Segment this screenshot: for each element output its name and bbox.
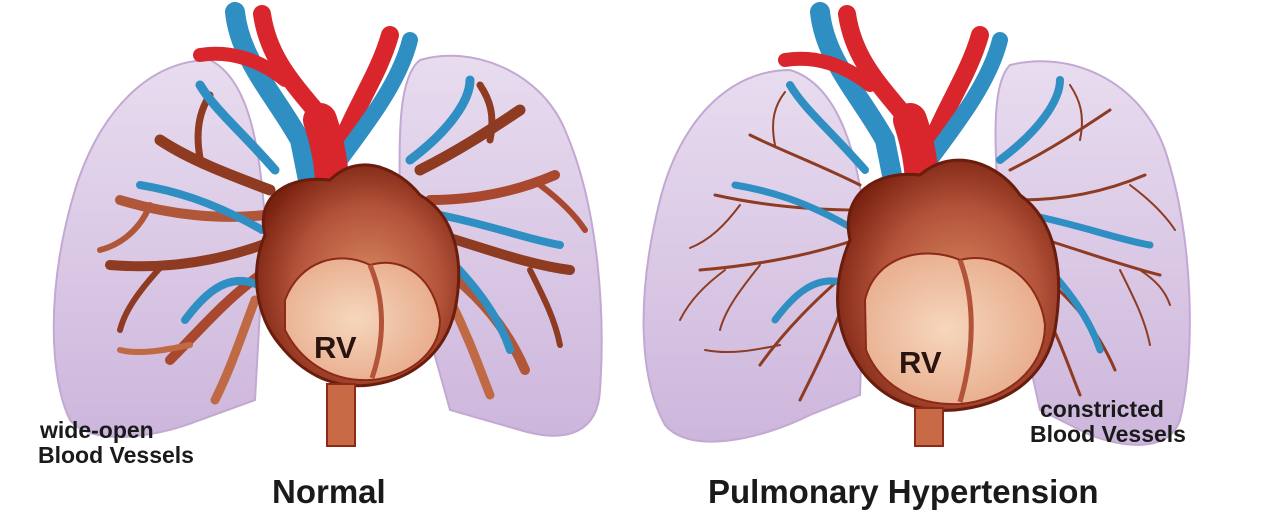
wide-open-annotation: wide-open Blood Vessels xyxy=(38,418,194,468)
normal-panel xyxy=(54,12,602,446)
constricted-annotation: constricted Blood Vessels xyxy=(1030,397,1186,447)
left-lung xyxy=(54,60,265,437)
normal-rv-label: RV xyxy=(314,330,357,366)
left-lung xyxy=(644,70,865,442)
annotation-line-1: constricted xyxy=(1030,397,1186,422)
annotation-line-1: wide-open xyxy=(38,418,194,443)
normal-heart xyxy=(257,165,459,446)
normal-caption: Normal xyxy=(272,474,386,510)
annotation-line-2: Blood Vessels xyxy=(38,443,194,468)
pulmonary-hypertension-caption: Pulmonary Hypertension xyxy=(708,474,1099,510)
ph-rv-label: RV xyxy=(899,345,942,381)
enlarged-heart xyxy=(838,160,1059,446)
annotation-line-2: Blood Vessels xyxy=(1030,422,1186,447)
